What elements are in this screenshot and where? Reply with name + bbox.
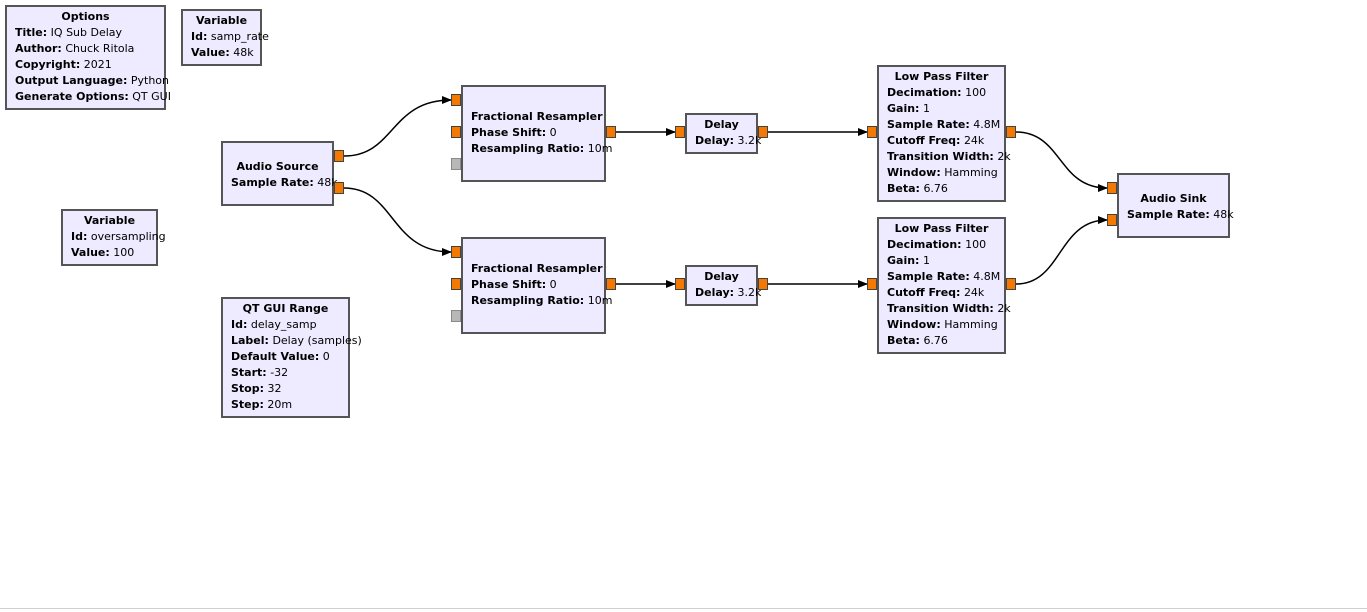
param-delay: Delay: 3.2k (695, 286, 762, 299)
param-gain: Gain: 1 (887, 254, 930, 267)
param-sample-rate: Sample Rate: 4.8M (887, 270, 1001, 283)
param-beta: Beta: 6.76 (887, 182, 948, 195)
options-block[interactable]: Options Title: IQ Sub Delay Author: Chuc… (5, 5, 171, 110)
audio-sink-block[interactable]: Audio Sink Sample Rate: 48k (1117, 173, 1234, 238)
param-transition-width: Transition Width: 2k (887, 150, 1011, 163)
resampler-bottom-in1-port[interactable] (451, 278, 461, 290)
param-start: Start: -32 (231, 366, 289, 379)
param-transition-width: Transition Width: 2k (887, 302, 1011, 315)
resampler-top-out0-port[interactable] (606, 126, 616, 138)
param-generate-options: Generate Options: QT GUI (15, 90, 171, 103)
param-default-value: Default Value: 0 (231, 350, 330, 363)
low-pass-filter-bottom-block[interactable]: Low Pass Filter Decimation: 100 Gain: 1 … (877, 217, 1011, 354)
resampler-bottom-in0-port[interactable] (451, 246, 461, 258)
param-output-language: Output Language: Python (15, 74, 169, 87)
block-title: Audio Sink (1140, 192, 1207, 205)
block-title: Fractional Resampler (471, 110, 603, 123)
param-decimation: Decimation: 100 (887, 86, 987, 99)
delay-top-out0-port[interactable] (758, 126, 768, 138)
param-window: Window: Hamming (887, 318, 998, 331)
param-value: Value: 100 (71, 246, 135, 259)
param-beta: Beta: 6.76 (887, 334, 948, 347)
canvas-bottom-border (0, 608, 1367, 609)
delay-bottom-block[interactable]: Delay Delay: 3.2k (685, 265, 762, 306)
resampler-top-in0-port[interactable] (451, 94, 461, 106)
variable-oversampling-block[interactable]: Variable Id: oversampling Value: 100 (61, 209, 166, 266)
param-id: Id: delay_samp (231, 318, 317, 331)
low-pass-filter-top-block[interactable]: Low Pass Filter Decimation: 100 Gain: 1 … (877, 65, 1011, 202)
param-window: Window: Hamming (887, 166, 998, 179)
param-label: Label: Delay (samples) (231, 334, 362, 347)
param-cutoff-freq: Cutoff Freq: 24k (887, 286, 985, 299)
resampler-bottom-in2-port[interactable] (451, 310, 461, 322)
audio-sink-in1-port[interactable] (1107, 214, 1117, 226)
audio-source-out1-port[interactable] (334, 182, 344, 194)
wire-lpf-bottom-to-sink[interactable] (1015, 216, 1108, 285)
variable-samp-rate-block[interactable]: Variable Id: samp_rate Value: 48k (181, 9, 269, 66)
param-sample-rate: Sample Rate: 48k (1127, 208, 1234, 221)
block-title: Low Pass Filter (894, 70, 989, 83)
lpf-top-out0-port[interactable] (1006, 126, 1016, 138)
param-phase-shift: Phase Shift: 0 (471, 278, 557, 291)
block-title: QT GUI Range (242, 302, 329, 315)
resampler-top-in1-port[interactable] (451, 126, 461, 138)
param-gain: Gain: 1 (887, 102, 930, 115)
block-title: Low Pass Filter (894, 222, 989, 235)
lpf-bottom-in0-port[interactable] (867, 278, 877, 290)
wire-source-to-resampler-bottom[interactable] (343, 187, 452, 256)
param-delay: Delay: 3.2k (695, 134, 762, 147)
param-stop: Stop: 32 (231, 382, 282, 395)
qt-gui-range-block[interactable]: QT GUI Range Id: delay_samp Label: Delay… (221, 297, 362, 418)
param-sample-rate: Sample Rate: 4.8M (887, 118, 1001, 131)
param-resampling-ratio: Resampling Ratio: 10m (471, 294, 613, 307)
param-id: Id: samp_rate (191, 30, 269, 43)
fractional-resampler-top-block[interactable]: Fractional Resampler Phase Shift: 0 Resa… (461, 85, 613, 182)
block-title: Delay (704, 270, 739, 283)
block-title: Variable (195, 14, 248, 27)
delay-top-in0-port[interactable] (675, 126, 685, 138)
block-title: Variable (83, 214, 136, 227)
audio-source-out0-port[interactable] (334, 150, 344, 162)
lpf-bottom-out0-port[interactable] (1006, 278, 1016, 290)
delay-bottom-in0-port[interactable] (675, 278, 685, 290)
block-title: Delay (704, 118, 739, 131)
param-phase-shift: Phase Shift: 0 (471, 126, 557, 139)
block-title: Audio Source (236, 160, 319, 173)
audio-source-block[interactable]: Audio Source Sample Rate: 48k (221, 141, 338, 206)
param-author: Author: Chuck Ritola (15, 42, 135, 55)
fractional-resampler-bottom-block[interactable]: Fractional Resampler Phase Shift: 0 Resa… (461, 237, 613, 334)
param-title: Title: IQ Sub Delay (15, 26, 123, 39)
lpf-top-in0-port[interactable] (867, 126, 877, 138)
wire-lpf-top-to-sink[interactable] (1015, 131, 1108, 192)
param-cutoff-freq: Cutoff Freq: 24k (887, 134, 985, 147)
param-step: Step: 20m (231, 398, 293, 411)
param-value: Value: 48k (191, 46, 254, 59)
delay-top-block[interactable]: Delay Delay: 3.2k (685, 113, 762, 154)
block-title: Fractional Resampler (471, 262, 603, 275)
resampler-top-in2-port[interactable] (451, 158, 461, 170)
wire-source-to-resampler-top[interactable] (343, 96, 452, 157)
block-title: Options (61, 10, 110, 23)
param-decimation: Decimation: 100 (887, 238, 987, 251)
param-copyright: Copyright: 2021 (15, 58, 112, 71)
param-resampling-ratio: Resampling Ratio: 10m (471, 142, 613, 155)
audio-sink-in0-port[interactable] (1107, 182, 1117, 194)
param-sample-rate: Sample Rate: 48k (231, 176, 338, 189)
resampler-bottom-out0-port[interactable] (606, 278, 616, 290)
param-id: Id: oversampling (71, 230, 166, 243)
delay-bottom-out0-port[interactable] (758, 278, 768, 290)
